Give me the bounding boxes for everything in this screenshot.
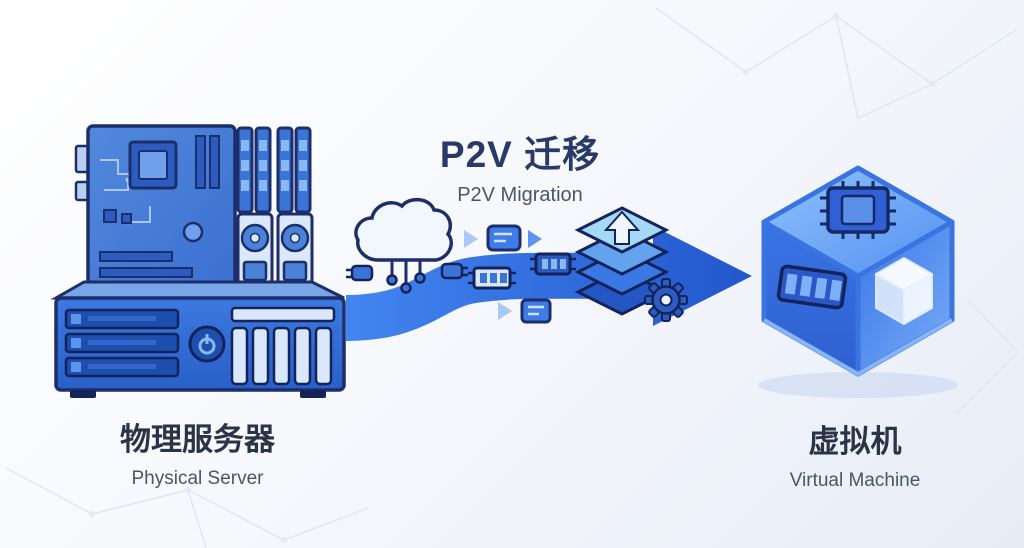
data-card-icon (486, 224, 522, 252)
title-zh: P2V 迁移 (439, 134, 601, 175)
cloud-network-icon (346, 197, 468, 294)
virtual-machine-label: 虚拟机 Virtual Machine (730, 416, 980, 492)
background-mesh (5, 7, 1020, 548)
vm-cube-icon (758, 165, 958, 398)
data-card-icon (520, 298, 552, 324)
diagram-title: P2V 迁移 P2V Migration (380, 124, 660, 207)
virtual-machine-label-zh: 虚拟机 (808, 424, 902, 459)
physical-server-label-en: Physical Server (131, 468, 264, 489)
power-button-icon (188, 325, 226, 363)
transfer-arrow-icon (528, 230, 542, 248)
hdd-icon (236, 212, 314, 290)
virtual-machine-label-en: Virtual Machine (789, 470, 921, 491)
gear-icon (644, 278, 688, 322)
cpu-icon (128, 140, 178, 190)
physical-server-label: 物理服务器 Physical Server (55, 414, 340, 490)
drive-bay-icon (64, 308, 180, 378)
transfer-arrow-icon (498, 302, 512, 320)
vm-chip-icon (820, 181, 896, 239)
plug-icon (346, 262, 468, 282)
title-en: P2V Migration (457, 184, 583, 206)
layer-stack-icon (574, 206, 670, 316)
chip-icon (530, 252, 576, 276)
physical-server-label-zh: 物理服务器 (120, 422, 275, 457)
chip-icon (468, 266, 516, 290)
vent-slats-icon (230, 306, 336, 386)
ram-module-icon (236, 126, 312, 214)
vm-box-icon (875, 257, 933, 325)
transfer-arrow-icon (464, 230, 478, 248)
server-chassis-icon (50, 280, 346, 398)
vm-ram-icon (776, 264, 848, 310)
data-transfer-icons (464, 224, 576, 324)
physical-server-illustration (50, 124, 346, 398)
up-arrow-icon (603, 210, 641, 245)
motherboard-icon (74, 124, 237, 296)
